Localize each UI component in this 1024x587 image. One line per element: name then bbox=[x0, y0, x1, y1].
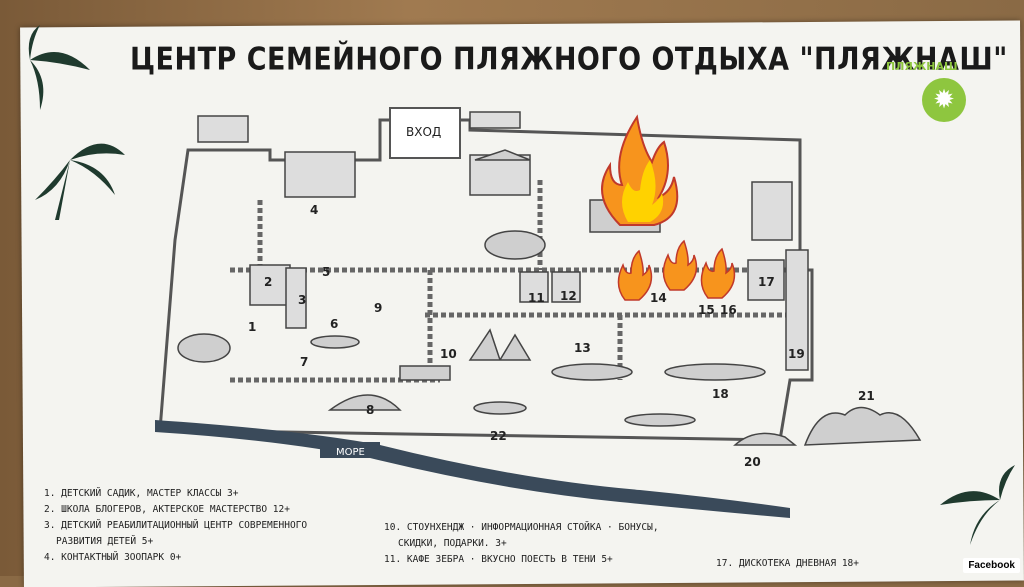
legend-left: 1. ДЕТСКИЙ САДИК, МАСТЕР КЛАССЫ 3+ 2. ШК… bbox=[44, 486, 307, 566]
entrance-building bbox=[389, 107, 461, 159]
legend-item: 3. ДЕТСКИЙ РЕАБИЛИТАЦИОННЫЙ ЦЕНТР СОВРЕМ… bbox=[44, 520, 308, 531]
fire-overlay-icon bbox=[601, 114, 679, 226]
legend-right: 17. ДИСКОТЕКА ДНЕВНАЯ 18+ bbox=[716, 556, 859, 572]
palm-tree-icon bbox=[940, 465, 1015, 545]
zone-number: 7 bbox=[300, 355, 308, 369]
zone-number: 1 bbox=[248, 320, 256, 334]
fire-overlay-icon bbox=[617, 249, 653, 301]
zone-number: 15 bbox=[698, 303, 715, 317]
map-title: ЦЕНТР СЕМЕЙНОГО ПЛЯЖНОГО ОТДЫХА "ПЛЯЖНАШ… bbox=[130, 41, 1008, 78]
brand-sun-logo-icon: ✹ bbox=[922, 78, 966, 122]
entrance-label: ВХОД bbox=[406, 125, 441, 139]
watermark-label: Facebook bbox=[963, 558, 1020, 573]
zone-number: 5 bbox=[322, 265, 330, 279]
zone-number: 3 bbox=[298, 293, 306, 307]
legend-mid: 10. СТОУНХЕНДЖ · ИНФОРМАЦИОННАЯ СТОЙКА ·… bbox=[384, 520, 659, 568]
zone-number: 22 bbox=[490, 429, 507, 443]
zone-number: 21 bbox=[858, 389, 875, 403]
legend-item: 11. КАФЕ ЗЕБРА · ВКУСНО ПОЕСТЬ В ТЕНИ 5+ bbox=[384, 554, 613, 565]
zone-number: 20 bbox=[744, 455, 761, 469]
zone-number: 12 bbox=[560, 289, 577, 303]
legend-item: 4. КОНТАКТНЫЙ ЗООПАРК 0+ bbox=[44, 552, 182, 563]
fire-overlay-icon bbox=[662, 239, 698, 291]
sea-label: МОРЕ bbox=[336, 447, 365, 458]
zone-number: 18 bbox=[712, 387, 729, 401]
sea-label-bg bbox=[320, 442, 380, 458]
map-features bbox=[177, 149, 922, 446]
brand-text: ПЛЯЖНАШ bbox=[886, 60, 958, 73]
zone-number: 10 bbox=[440, 347, 457, 361]
legend-item: 17. ДИСКОТЕКА ДНЕВНАЯ 18+ bbox=[716, 558, 859, 569]
legend-item: 10. СТОУНХЕНДЖ · ИНФОРМАЦИОННАЯ СТОЙКА ·… bbox=[384, 522, 659, 533]
zone-number: 6 bbox=[330, 317, 338, 331]
zone-number: 14 bbox=[650, 291, 667, 305]
palm-tree-icon bbox=[28, 25, 125, 220]
zone-number: 8 bbox=[366, 403, 374, 417]
fire-overlay-icon bbox=[700, 247, 736, 299]
zone-number: 9 bbox=[374, 301, 382, 315]
zone-number: 2 bbox=[264, 275, 272, 289]
legend-item: 1. ДЕТСКИЙ САДИК, МАСТЕР КЛАССЫ 3+ bbox=[44, 488, 239, 499]
buildings bbox=[197, 111, 809, 371]
zone-number: 4 bbox=[310, 203, 318, 217]
zone-number: 11 bbox=[528, 291, 545, 305]
zone-number: 13 bbox=[574, 341, 591, 355]
zone-number: 16 bbox=[720, 303, 737, 317]
zone-number: 19 bbox=[788, 347, 805, 361]
legend-item: РАЗВИТИЯ ДЕТЕЙ 5+ bbox=[56, 536, 154, 547]
sea-strip bbox=[155, 420, 790, 518]
legend-item: 2. ШКОЛА БЛОГЕРОВ, АКТЕРСКОЕ МАСТЕРСТВО … bbox=[44, 504, 290, 515]
zone-number: 17 bbox=[758, 275, 775, 289]
legend-item: СКИДКИ, ПОДАРКИ. 3+ bbox=[398, 538, 507, 549]
